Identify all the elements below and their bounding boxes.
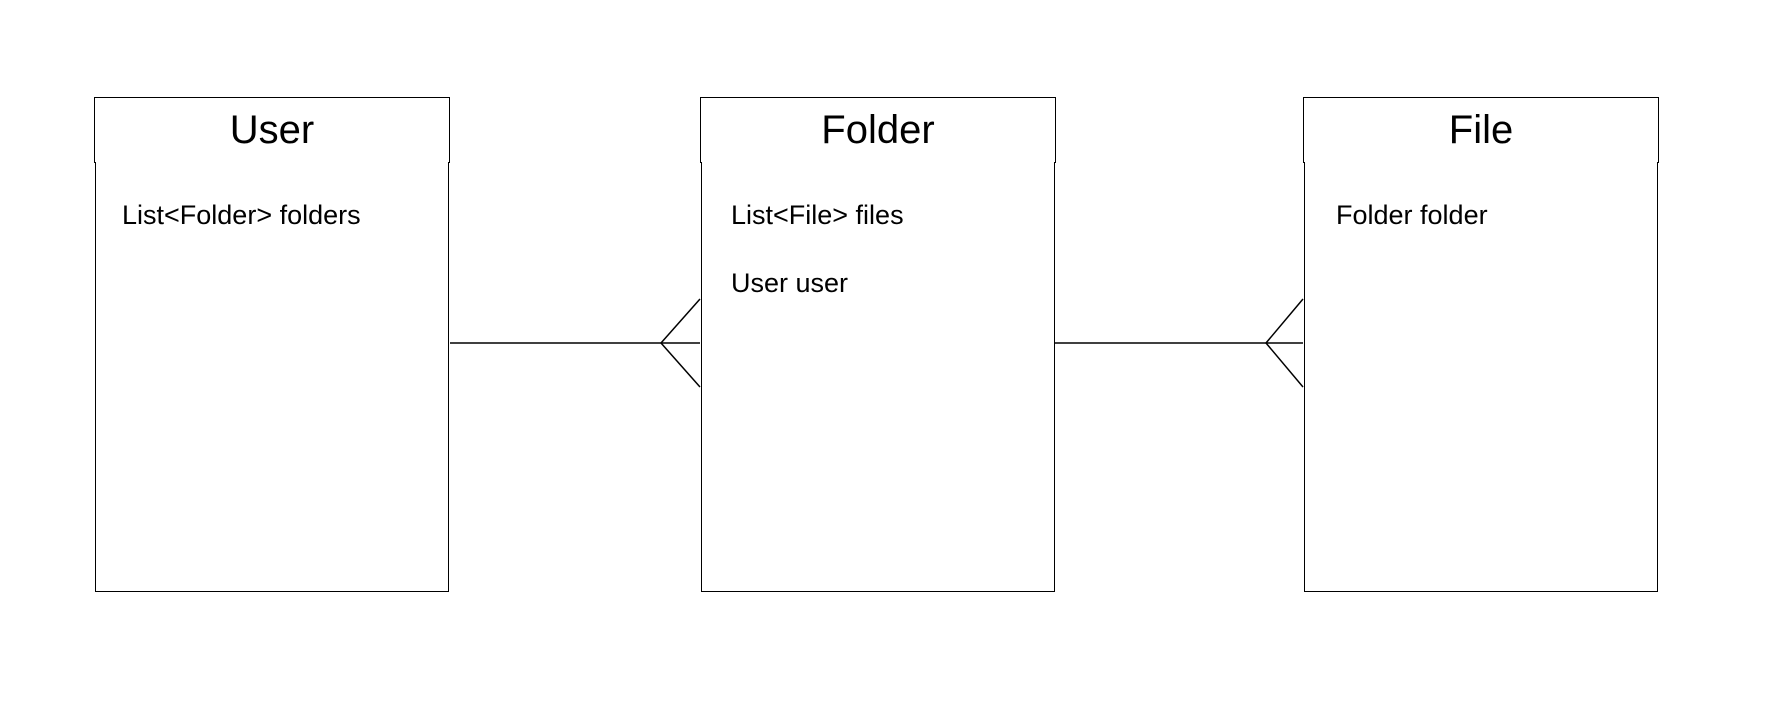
crows-foot-upper-prong <box>660 298 701 344</box>
entity-file-header: File <box>1303 97 1659 163</box>
crows-foot-lower-prong <box>660 342 701 388</box>
entity-folder-body: List<File> files User user <box>701 162 1055 592</box>
entity-file-attribute: Folder folder <box>1336 200 1488 230</box>
entity-folder-title: Folder <box>821 107 935 152</box>
relationship-folder-file <box>1055 298 1304 388</box>
entity-folder-attribute: List<File> files <box>731 200 904 230</box>
relationship-user-folder <box>450 298 701 388</box>
entity-user-header: User <box>94 97 450 163</box>
entity-user-title: User <box>229 107 315 152</box>
entity-file-title: File <box>1448 107 1514 152</box>
entity-folder-header: Folder <box>700 97 1056 163</box>
entity-folder-attribute: User user <box>731 268 849 298</box>
crows-foot-upper-prong <box>1265 298 1304 344</box>
entity-user-attribute: List<Folder> folders <box>122 200 361 230</box>
entity-user-body: List<Folder> folders <box>95 162 449 592</box>
entity-file-body: Folder folder <box>1304 162 1658 592</box>
crows-foot-lower-prong <box>1265 342 1304 388</box>
